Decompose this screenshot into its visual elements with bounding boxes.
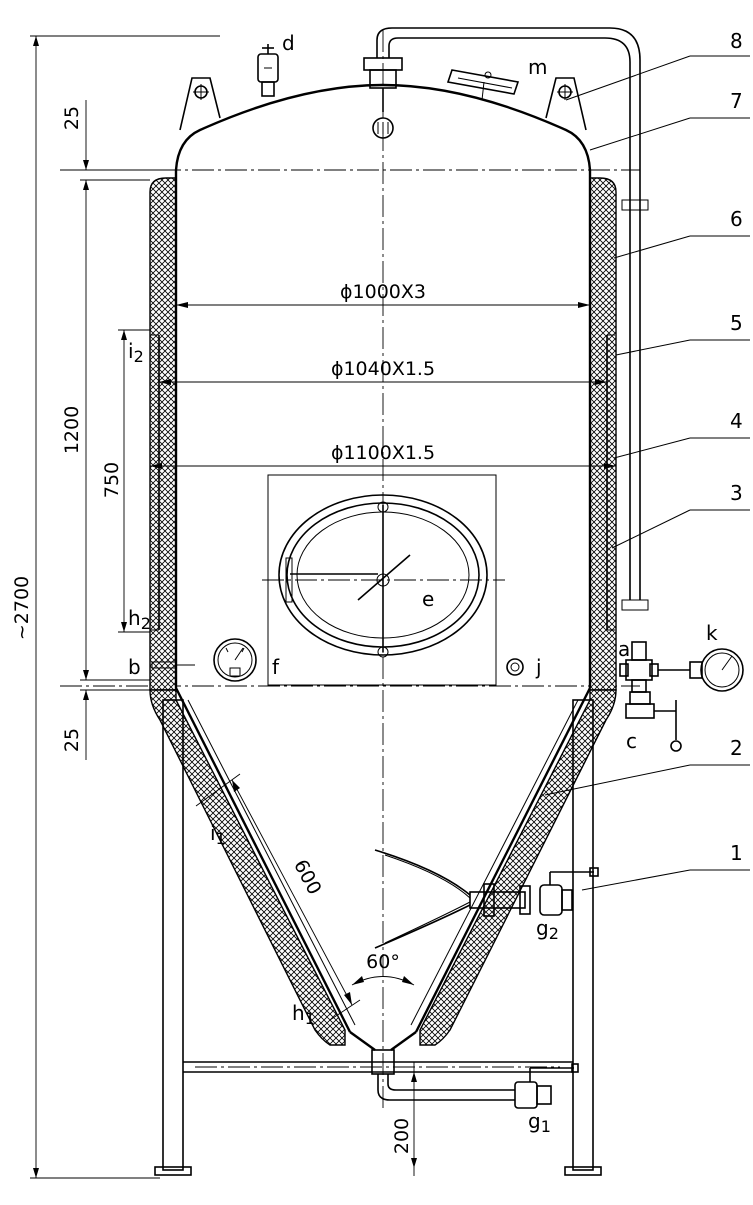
label-f: f bbox=[272, 655, 280, 679]
insulation-layer bbox=[149, 177, 617, 1046]
label-j: j bbox=[535, 655, 542, 679]
cone-angle-label: 60° bbox=[366, 951, 400, 973]
label-b: b bbox=[128, 655, 141, 679]
label-i1: i1 bbox=[210, 821, 226, 848]
label-g2: g2 bbox=[536, 916, 559, 943]
cone-dimensions bbox=[195, 773, 415, 1021]
overall-height-label: ~2700 bbox=[11, 576, 33, 640]
label-h1: h1 bbox=[292, 1001, 315, 1028]
tank-shell bbox=[174, 83, 592, 1051]
label-m: m bbox=[528, 55, 547, 79]
callout-5: 5 bbox=[730, 311, 743, 335]
cooling-jacket bbox=[151, 334, 615, 631]
label-e: e bbox=[422, 587, 434, 611]
label-i2: i2 bbox=[128, 339, 144, 366]
label-c: c bbox=[626, 729, 637, 753]
label-d: d bbox=[282, 31, 295, 55]
callout-8: 8 bbox=[730, 29, 743, 53]
leg-clearance-label: 200 bbox=[391, 1118, 413, 1154]
callout-leaders bbox=[544, 55, 750, 891]
callout-1: 1 bbox=[730, 841, 743, 865]
jacket-diameter-label: ϕ1040X1.5 bbox=[331, 358, 435, 380]
temperature-sensor-b bbox=[151, 661, 195, 669]
callout-6: 6 bbox=[730, 207, 743, 231]
probe-span-label: 750 bbox=[101, 462, 123, 498]
label-h2: h2 bbox=[128, 606, 151, 633]
label-a: a bbox=[618, 637, 630, 661]
callout-2: 2 bbox=[730, 736, 743, 760]
bottom-offset-label: 25 bbox=[61, 728, 83, 752]
lifting-lug-left bbox=[179, 77, 221, 131]
racking-arm-g2 bbox=[374, 849, 599, 949]
side-manway-e bbox=[262, 474, 505, 686]
callout-3: 3 bbox=[730, 481, 743, 505]
port-j bbox=[506, 658, 524, 676]
inner-diameter-label: ϕ1000X3 bbox=[340, 281, 426, 303]
cone-length-label: 600 bbox=[289, 856, 325, 898]
callout-4: 4 bbox=[730, 409, 743, 433]
valve-cluster-a-c bbox=[619, 641, 703, 752]
left-dimensions bbox=[30, 35, 417, 1179]
top-manway-m bbox=[446, 69, 520, 101]
lifting-lug-right bbox=[545, 77, 587, 131]
diameter-dimensions bbox=[150, 302, 616, 469]
pressure-gauge-k bbox=[700, 648, 744, 692]
cylinder-height-label: 1200 bbox=[61, 406, 83, 454]
tank-legs bbox=[154, 699, 602, 1176]
label-k: k bbox=[706, 621, 718, 645]
pressure-gauge-f bbox=[213, 638, 257, 682]
callout-7: 7 bbox=[730, 89, 743, 113]
label-g1: g1 bbox=[528, 1109, 551, 1136]
top-offset-label: 25 bbox=[61, 106, 83, 130]
outer-diameter-label: ϕ1100X1.5 bbox=[331, 442, 435, 464]
cip-pipe bbox=[363, 27, 649, 611]
bottom-outlet-g1 bbox=[371, 1049, 579, 1109]
relief-valve-d bbox=[257, 44, 279, 97]
